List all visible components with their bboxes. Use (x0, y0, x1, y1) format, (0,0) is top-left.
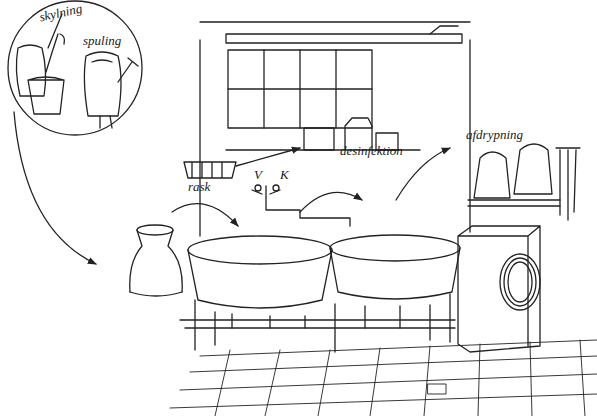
hand (46, 34, 65, 72)
counter (458, 226, 540, 352)
inset-label: skylning (38, 2, 83, 24)
can-right (84, 52, 121, 116)
callout-label: rask (188, 180, 210, 193)
wall-lines (200, 22, 470, 236)
circle-outline (8, 1, 142, 135)
inset-drawing (16, 14, 138, 128)
circle-outline (7, 0, 143, 136)
bucket (28, 77, 64, 114)
basket (184, 162, 236, 178)
drip-rack (468, 144, 580, 220)
lamp-bracket (430, 26, 458, 34)
can-stand (92, 60, 112, 128)
callout-label: K (280, 168, 289, 181)
callout-label: afdrypning (466, 128, 523, 141)
basket-arrow (236, 148, 300, 166)
hose (500, 254, 540, 310)
desinfektion-arrow (300, 192, 362, 212)
milk-can (130, 225, 182, 296)
window-bars (228, 50, 372, 128)
callout-label: V (254, 168, 262, 181)
desinfektion-arrow-2 (396, 148, 450, 200)
brush (118, 58, 138, 82)
box (304, 128, 334, 150)
window (228, 50, 372, 128)
rask-arrow (172, 204, 238, 226)
inset-circle: skylningspuling (7, 0, 143, 136)
room (184, 22, 470, 236)
tubs (180, 235, 460, 352)
lamp (226, 34, 462, 43)
taps (252, 185, 350, 226)
callout-label: desinfektion (340, 144, 403, 157)
floor-tiles (170, 340, 597, 416)
can-left (16, 45, 45, 96)
inset-label: spuling (83, 34, 121, 47)
